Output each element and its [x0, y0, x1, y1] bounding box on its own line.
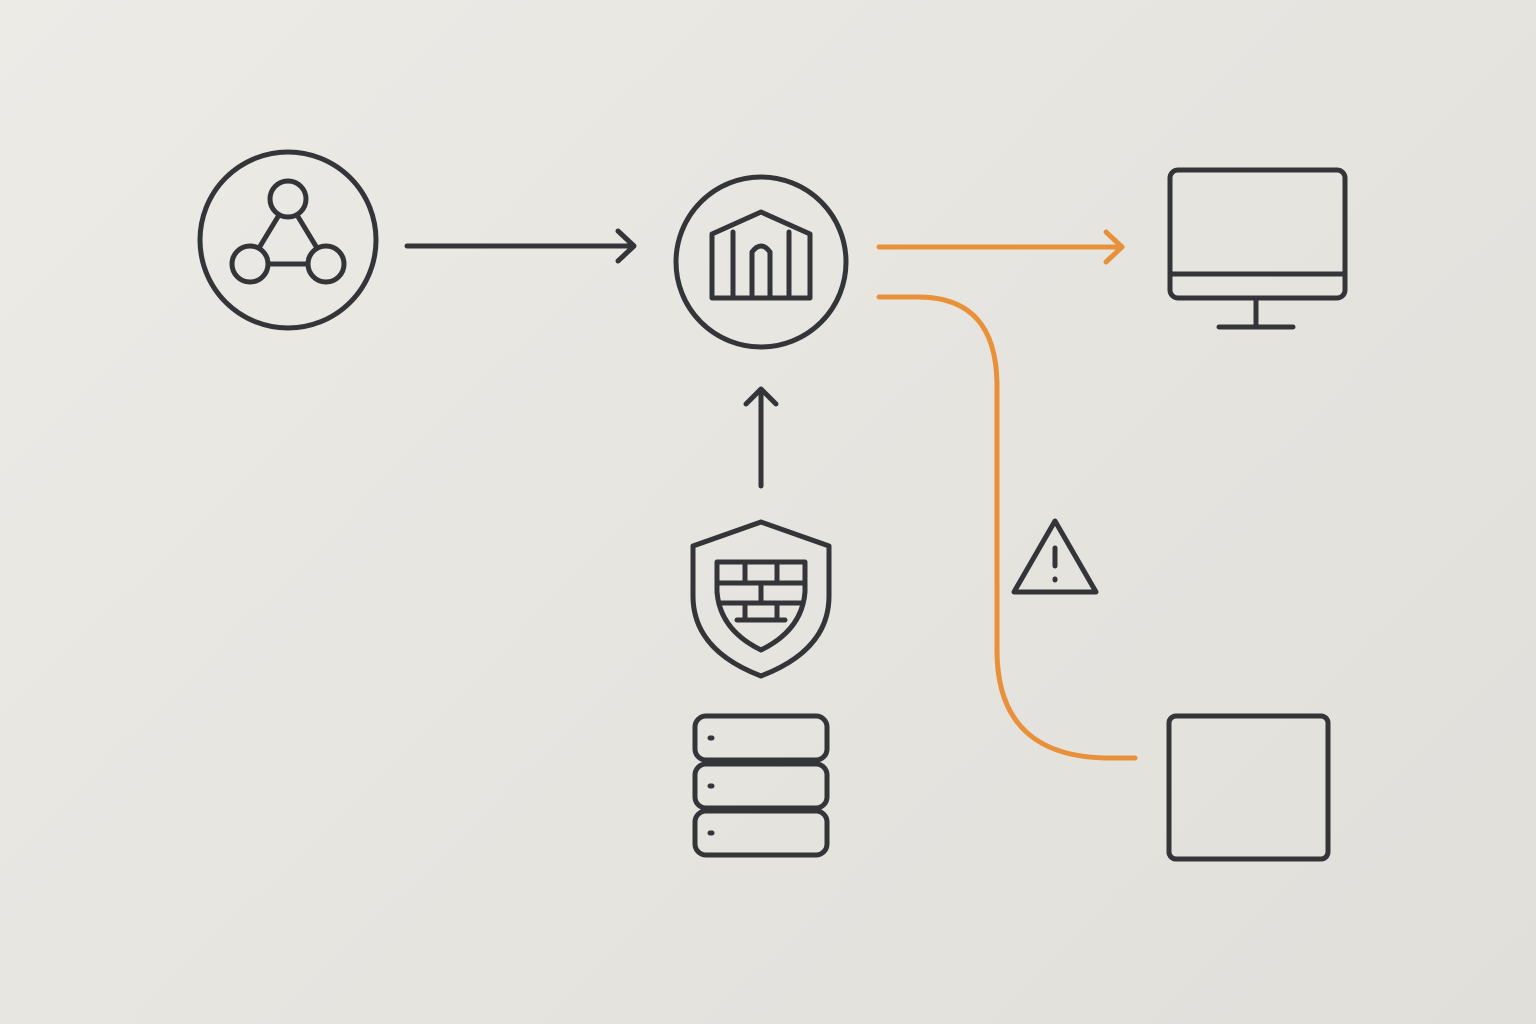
path-gateway-to-endpoint: [876, 294, 1138, 761]
arrow-firewall-to-gateway: [743, 386, 779, 489]
arrow-source-to-gateway: [404, 228, 637, 264]
building-icon: [673, 174, 849, 350]
server-stack-icon: [692, 713, 830, 858]
warning-icon: [1011, 518, 1099, 595]
firewall-shield-icon: [690, 519, 832, 679]
monitor-icon: [1167, 167, 1348, 330]
square-box-icon: [1166, 713, 1331, 862]
network-nodes-icon: [197, 149, 379, 331]
arrow-gateway-to-desktop: [876, 229, 1125, 265]
